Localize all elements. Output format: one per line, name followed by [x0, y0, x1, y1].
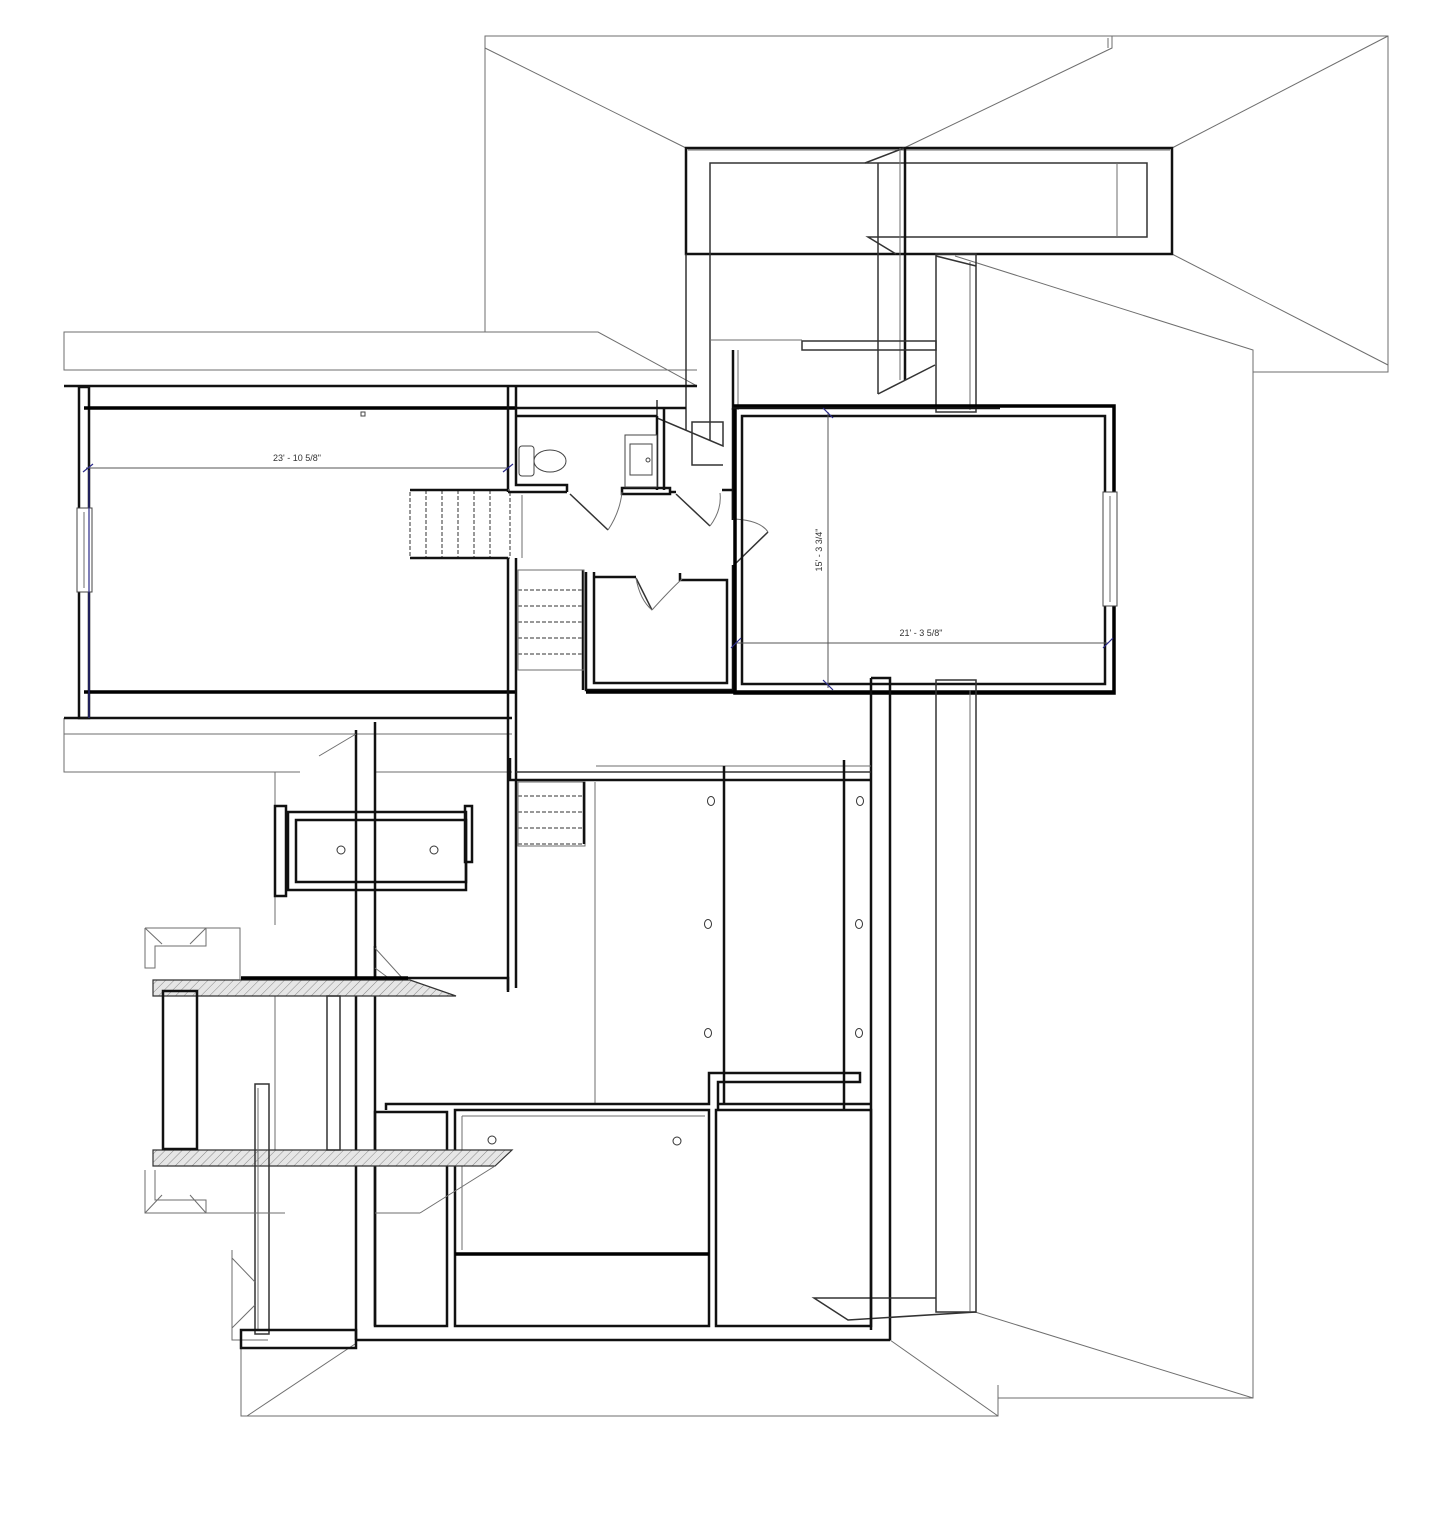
toilet-icon — [518, 445, 567, 477]
dimension-right-room-depth: 15' - 3 3/4" — [814, 407, 834, 691]
hallway — [581, 408, 769, 692]
porch — [144, 804, 514, 1350]
roof-outline — [63, 35, 1389, 1417]
dimension-label: 15' - 3 3/4" — [814, 529, 824, 572]
dimension-label: 21' - 3 5/8" — [900, 628, 943, 638]
left-bedroom — [64, 384, 697, 720]
stair-middle — [506, 558, 585, 992]
bathroom — [508, 406, 686, 531]
dimension-left-room-width: 23' - 10 5/8" — [82, 453, 514, 473]
sink-icon — [624, 434, 658, 488]
column-markers — [336, 796, 864, 1146]
stair-upper — [409, 488, 523, 560]
dimension-label: 23' - 10 5/8" — [273, 453, 321, 463]
dimension-right-room-width: 21' - 3 5/8" — [730, 628, 1114, 649]
right-bedroom — [586, 404, 1118, 695]
garage-area — [318, 722, 890, 1342]
north-wing — [656, 146, 1174, 466]
east-wing — [811, 676, 977, 1340]
